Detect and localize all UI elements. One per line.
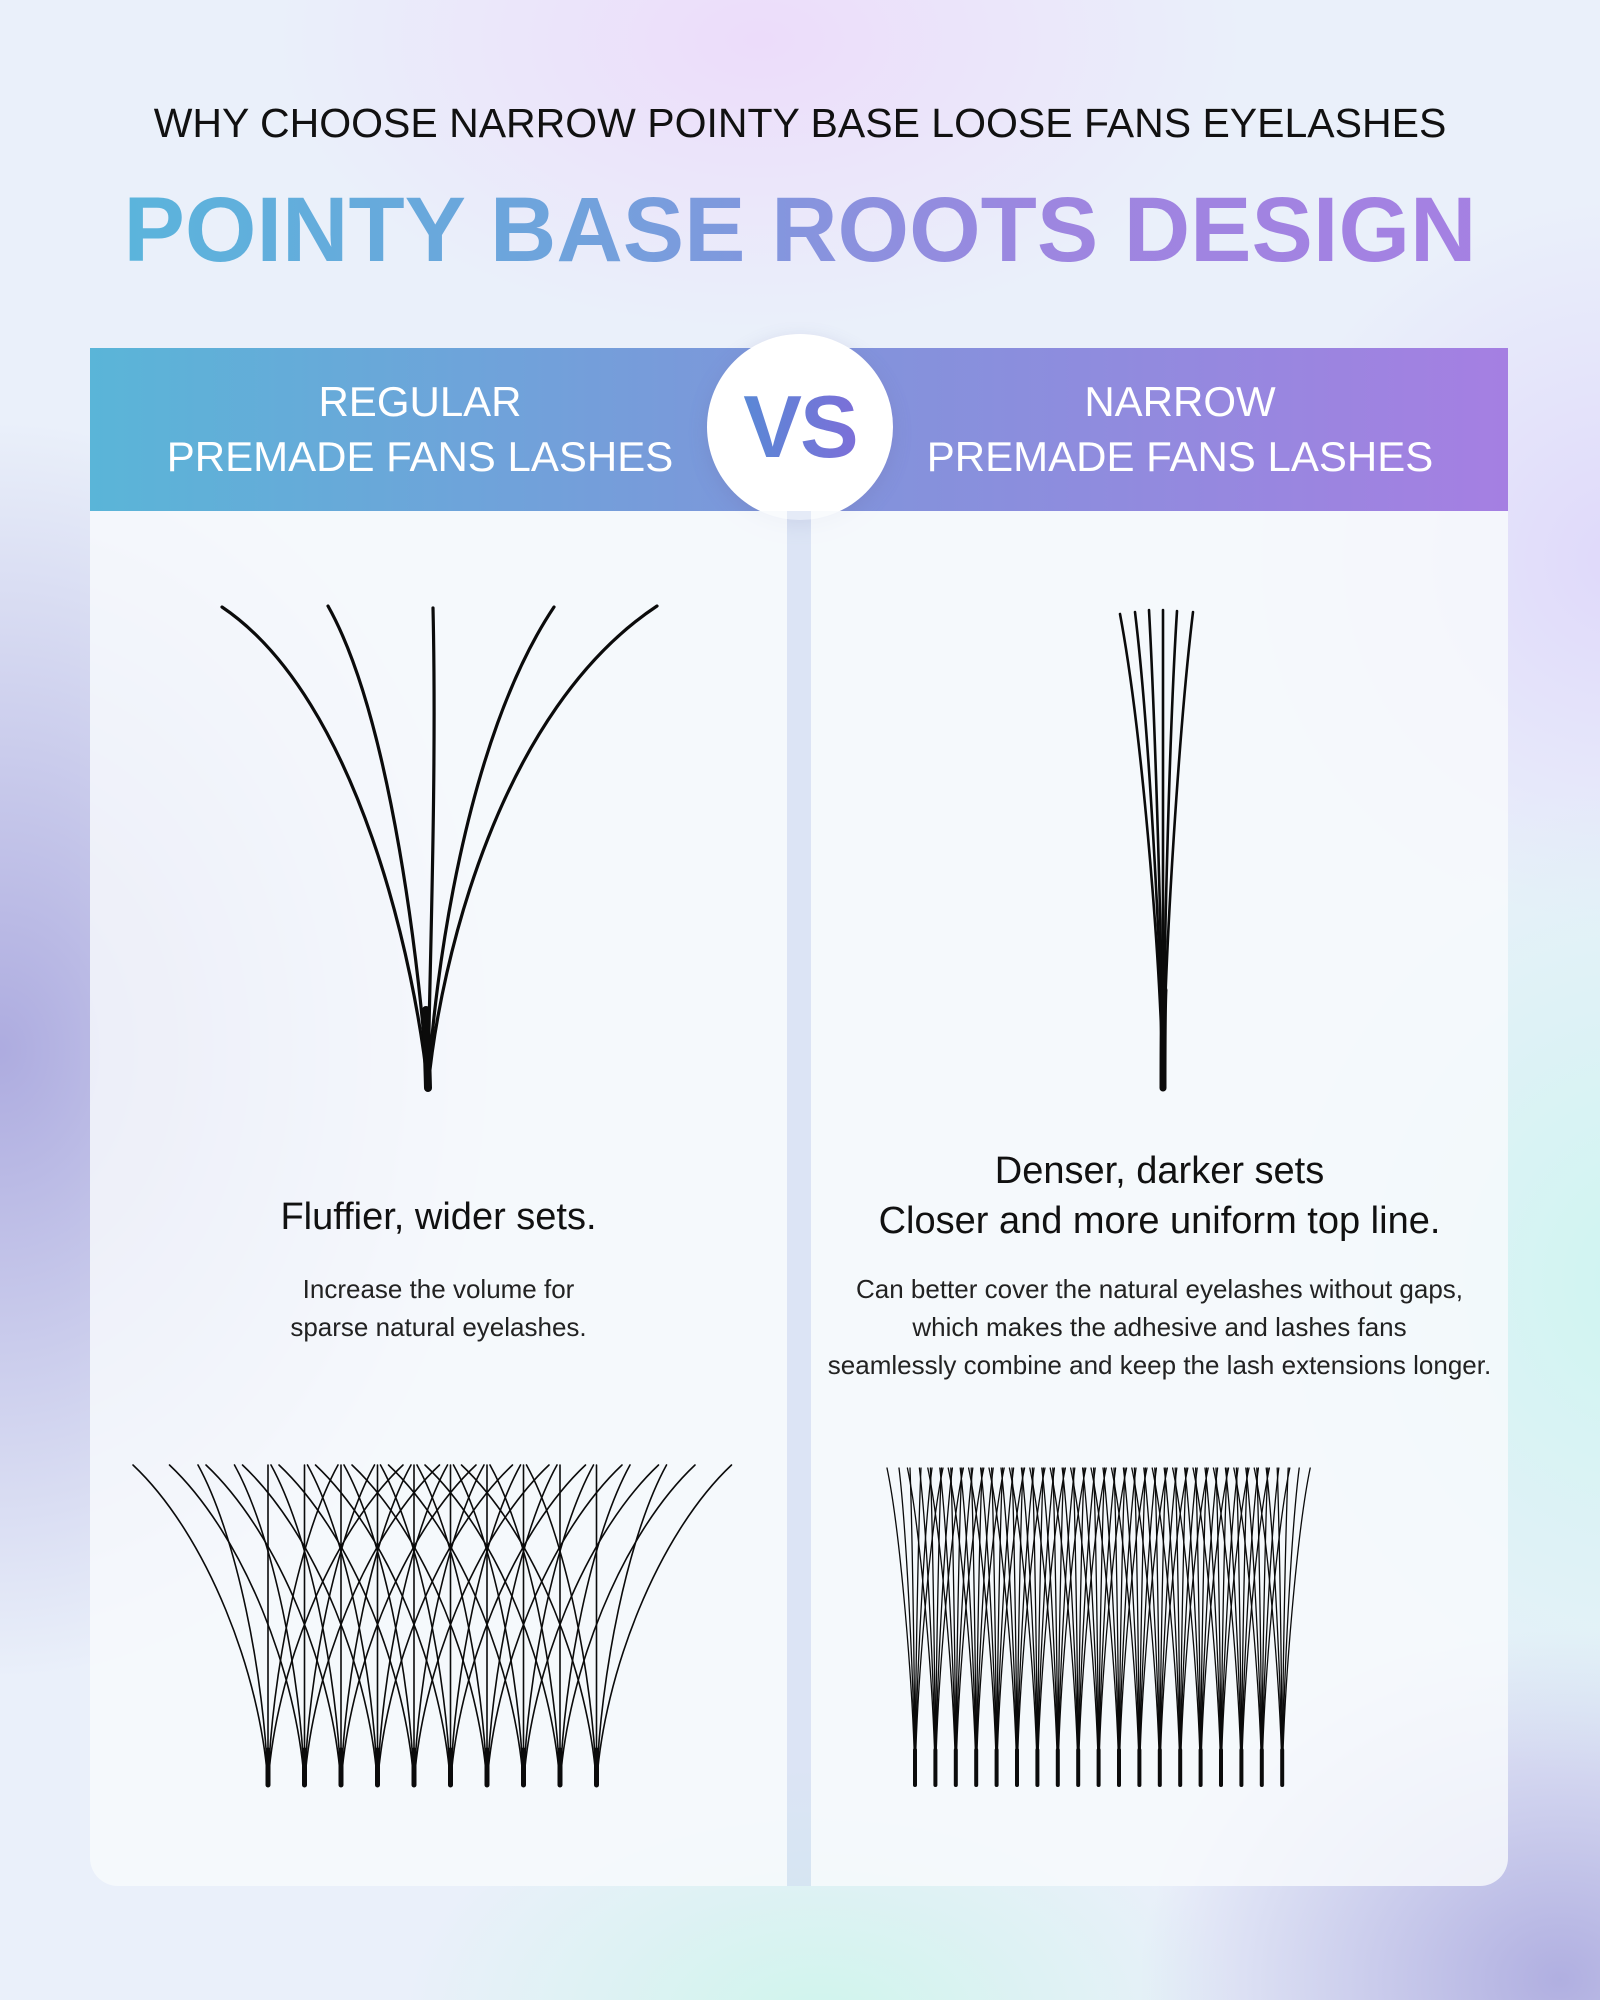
wide-fan-strip-item	[387, 1464, 660, 1788]
narrow-fan-strip-item	[1090, 1467, 1148, 1787]
narrow-fan-strip-item	[927, 1467, 985, 1787]
regular-desc-line-1: Increase the volume for	[302, 1274, 575, 1304]
wide-fan-strip-item	[241, 1464, 514, 1788]
narrow-fan-strip-item	[1171, 1467, 1230, 1787]
vs-badge: VS	[707, 334, 893, 520]
page-subtitle: WHY CHOOSE NARROW POINTY BASE LOOSE FANS…	[153, 100, 1447, 146]
narrow-fan-strip-item	[886, 1467, 944, 1787]
wide-fan-icon	[220, 604, 659, 1092]
wide-fan-strip-item	[424, 1464, 696, 1788]
narrow-fan-icon	[1118, 608, 1195, 1092]
narrow-fan-strip-item	[1151, 1467, 1209, 1787]
narrow-fan-strip-item	[1192, 1467, 1250, 1787]
narrow-fan-strip-item	[1131, 1467, 1189, 1787]
narrow-fan-strip-item	[947, 1467, 1005, 1787]
narrow-label-line-1: NARROW	[1084, 378, 1276, 425]
narrow-desc-line-3: seamlessly combine and keep the lash ext…	[827, 1350, 1492, 1380]
narrow-desc-line-2: which makes the adhesive and lashes fans	[912, 1312, 1407, 1342]
regular-desc-line-2: sparse natural eyelashes.	[290, 1312, 587, 1342]
narrow-fan-strip-item	[1212, 1467, 1271, 1787]
regular-heading: Fluffier, wider sets.	[280, 1196, 597, 1238]
regular-description: Increase the volume for sparse natural e…	[90, 1270, 787, 1346]
regular-label-line-2: PREMADE FANS LASHES	[166, 433, 674, 480]
panel-divider	[787, 511, 811, 1886]
narrow-heading: Denser, darker sets Closer and more unif…	[811, 1146, 1508, 1246]
narrow-fan-strip-item	[967, 1467, 1026, 1787]
narrow-fan-strip-item	[1029, 1467, 1087, 1787]
narrow-fan-strip-icon	[886, 1467, 1311, 1787]
narrow-fan-strip-item	[1110, 1467, 1169, 1787]
wide-fan-strip-item	[314, 1464, 587, 1788]
narrow-heading-line-2: Closer and more uniform top line.	[878, 1200, 1441, 1242]
narrow-fan-strip-item	[1008, 1467, 1067, 1787]
regular-label-line-1: REGULAR	[318, 378, 522, 425]
wide-fan-strip-item	[278, 1464, 550, 1788]
narrow-desc-line-1: Can better cover the natural eyelashes w…	[855, 1274, 1464, 1304]
wide-fan-strip-item	[460, 1464, 733, 1788]
wide-fan-strip-item	[132, 1464, 404, 1788]
narrow-fan-strip-item	[988, 1467, 1046, 1787]
narrow-fans-label: NARROW PREMADE FANS LASHES	[880, 374, 1480, 484]
narrow-fans-panel	[811, 511, 1508, 1886]
narrow-label-line-2: PREMADE FANS LASHES	[926, 433, 1434, 480]
wide-fan-strip-icon	[132, 1464, 733, 1788]
narrow-fan-strip-item	[1253, 1467, 1311, 1787]
narrow-description: Can better cover the natural eyelashes w…	[811, 1270, 1508, 1384]
page-title: POINTY BASE ROOTS DESIGN	[0, 178, 1600, 283]
wide-fan-strip-item	[351, 1464, 623, 1788]
wide-fan-strip-item	[205, 1464, 477, 1788]
wide-fan-strip-item	[168, 1464, 441, 1788]
narrow-fan-strip-item	[1233, 1467, 1291, 1787]
narrow-fan-strip-item	[1049, 1467, 1107, 1787]
regular-fans-label: REGULAR PREMADE FANS LASHES	[120, 374, 720, 484]
narrow-fan-strip-item	[1069, 1467, 1128, 1787]
narrow-fan-strip-item	[906, 1467, 965, 1787]
narrow-heading-line-1: Denser, darker sets	[994, 1150, 1325, 1192]
vs-label: VS	[743, 377, 858, 476]
